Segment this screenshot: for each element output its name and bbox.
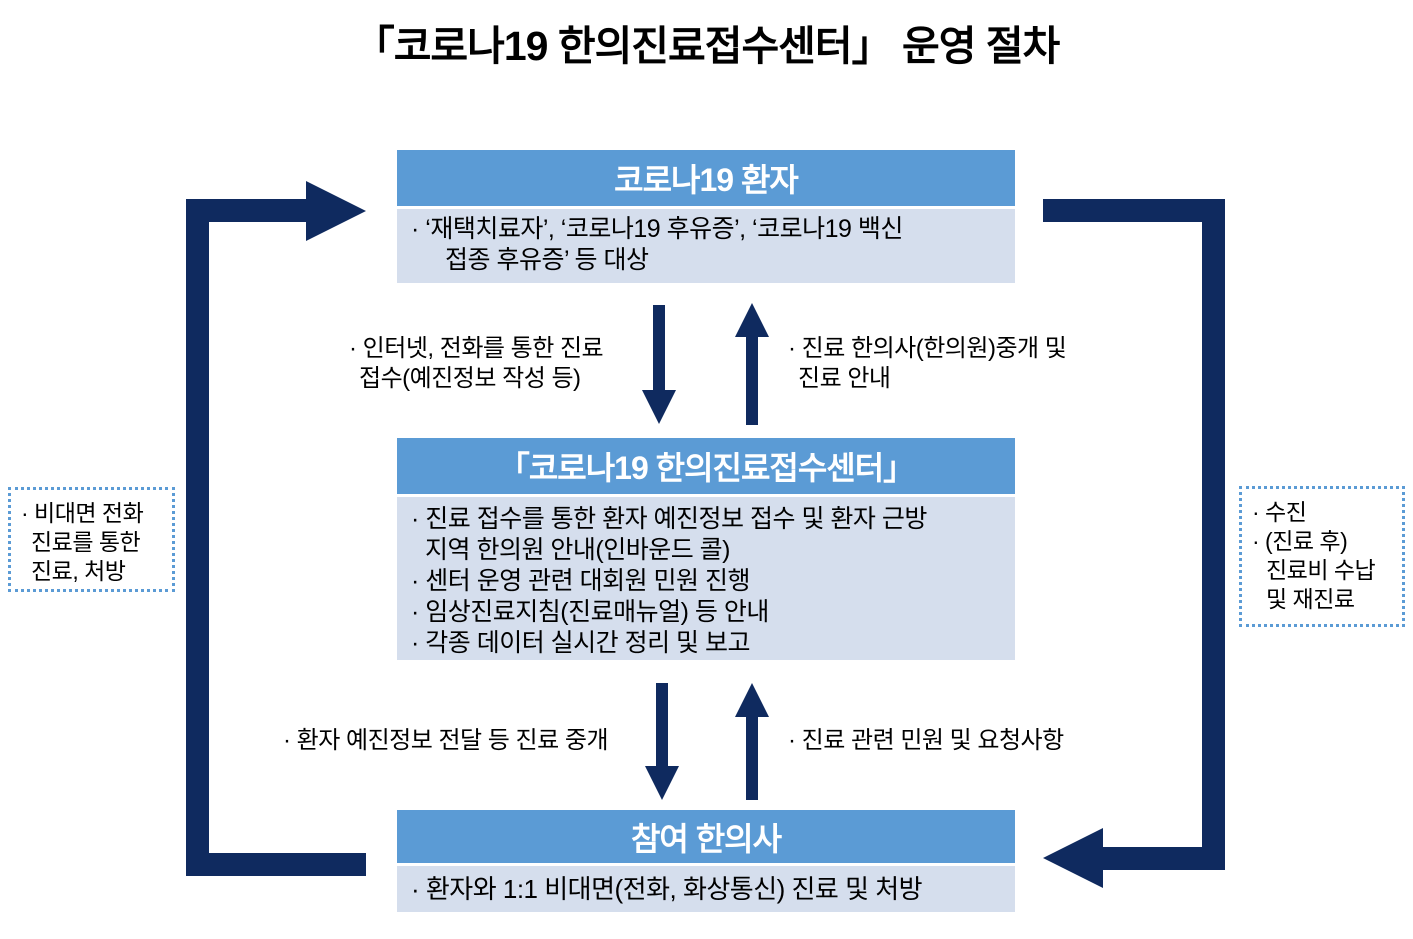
patient-box-body: · ‘재택치료자’, ‘코로나19 후유증’, ‘코로나19 백신 접종 후유증… (397, 209, 1015, 283)
center-body-line: · 진료 접수를 통한 환자 예진정보 접수 및 환자 근방 (411, 505, 927, 533)
side-note-right: · 수진 · (진료 후) 진료비 수납 및 재진료 (1239, 486, 1405, 627)
flow-label-patient-to-center: · 인터넷, 전화를 통한 진료 접수(예진정보 작성 등) (349, 335, 604, 392)
flow-label-center-to-patient: · 진료 한의사(한의원)중개 및 진료 안내 (788, 335, 1067, 392)
loop-right-bottom-segment (1101, 847, 1225, 870)
center-body-line: · 임상진료지침(진료매뉴얼) 등 안내 (411, 598, 769, 626)
loop-left-arrowhead-icon (306, 181, 366, 241)
center-body-line: 지역 한의원 안내(인바운드 콜) (425, 536, 731, 564)
arrow-down-center-to-doctor-icon (645, 683, 679, 800)
page-title: 「코로나19 한의진료접수센터」 운영 절차 (353, 23, 1061, 69)
arrow-up-doctor-to-center-icon (735, 683, 769, 800)
arrow-up-center-to-patient-icon (735, 303, 769, 425)
center-body-line: · 각종 데이터 실시간 정리 및 보고 (411, 629, 751, 657)
patient-body-line: · ‘재택치료자’, ‘코로나19 후유증’, ‘코로나19 백신 (411, 215, 903, 243)
loop-left-bottom-segment (186, 853, 366, 876)
doctor-body-line: · 환자와 1:1 비대면(전화, 화상통신) 진료 및 처방 (411, 873, 923, 904)
flow-label-center-to-doctor: · 환자 예진정보 전달 등 진료 중개 (283, 727, 609, 754)
loop-right-vertical-segment (1202, 199, 1225, 870)
center-box-body: · 진료 접수를 통한 환자 예진정보 접수 및 환자 근방 지역 한의원 안내… (397, 497, 1015, 660)
doctor-box-header: 참여 한의사 (397, 810, 1015, 863)
loop-right-top-segment (1043, 199, 1225, 222)
side-note-left: · 비대면 전화 진료를 통한 진료, 처방 (8, 487, 175, 592)
center-body-line: · 센터 운영 관련 대회원 민원 진행 (411, 567, 751, 595)
center-box-header: 「코로나19 한의진료접수센터」 (397, 438, 1015, 494)
patient-body-line: 접종 후유증’ 등 대상 (445, 246, 649, 274)
flow-label-doctor-to-center: · 진료 관련 민원 및 요청사항 (788, 727, 1064, 754)
patient-box-header: 코로나19 환자 (397, 150, 1015, 206)
arrow-down-patient-to-center-icon (642, 305, 676, 424)
loop-right-arrowhead-icon (1043, 828, 1103, 888)
loop-left-top-segment (186, 199, 308, 222)
doctor-box-body: · 환자와 1:1 비대면(전화, 화상통신) 진료 및 처방 (397, 866, 1015, 912)
loop-left-vertical-segment (186, 200, 209, 876)
